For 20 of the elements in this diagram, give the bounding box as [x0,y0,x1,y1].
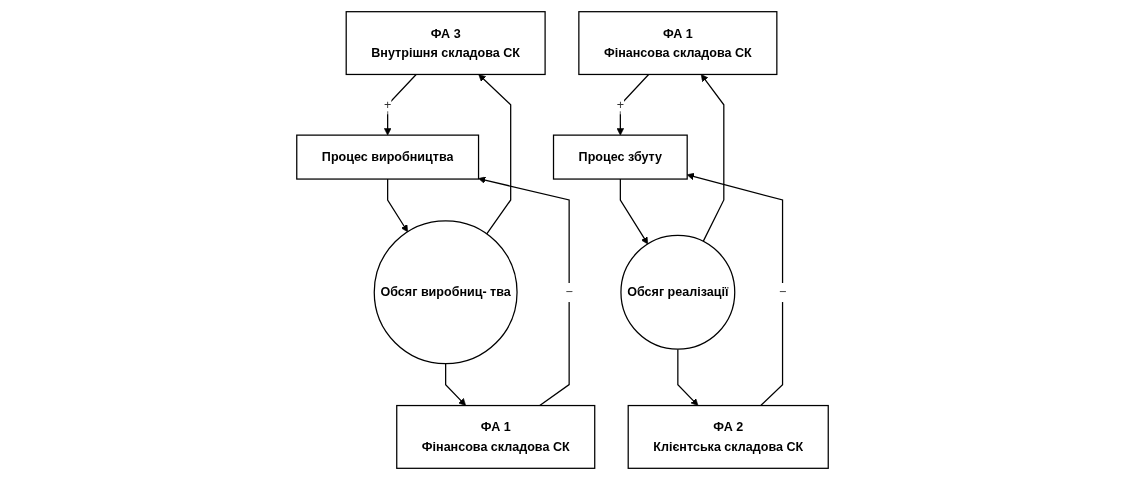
arrow [478,73,512,235]
edge-label: + [383,96,392,111]
arrow [478,176,570,406]
node-circle: Обсяг реалізації [620,234,736,350]
arrow [387,177,408,232]
arrow [700,73,725,242]
node-box: ФА 2 Клієнтська складова СК [627,404,829,469]
arrow [445,362,466,406]
arrow [677,348,699,406]
node-box: ФА 3 Внутрішня складова СК [345,10,546,75]
edge-label: − [565,284,573,299]
edge-label: + [616,96,625,111]
node-box: ФА 1 Фінансова складова СК [396,404,596,469]
node-circle: Обсяг виробниц- тва [373,219,518,364]
node-box: Процес виробництва [296,134,480,180]
node-box: ФА 1 Фінансова складова СК [578,10,778,75]
arrow [619,177,649,244]
edge-label: − [778,284,787,299]
node-box: Процес збуту [552,134,688,180]
arrow [686,172,784,406]
